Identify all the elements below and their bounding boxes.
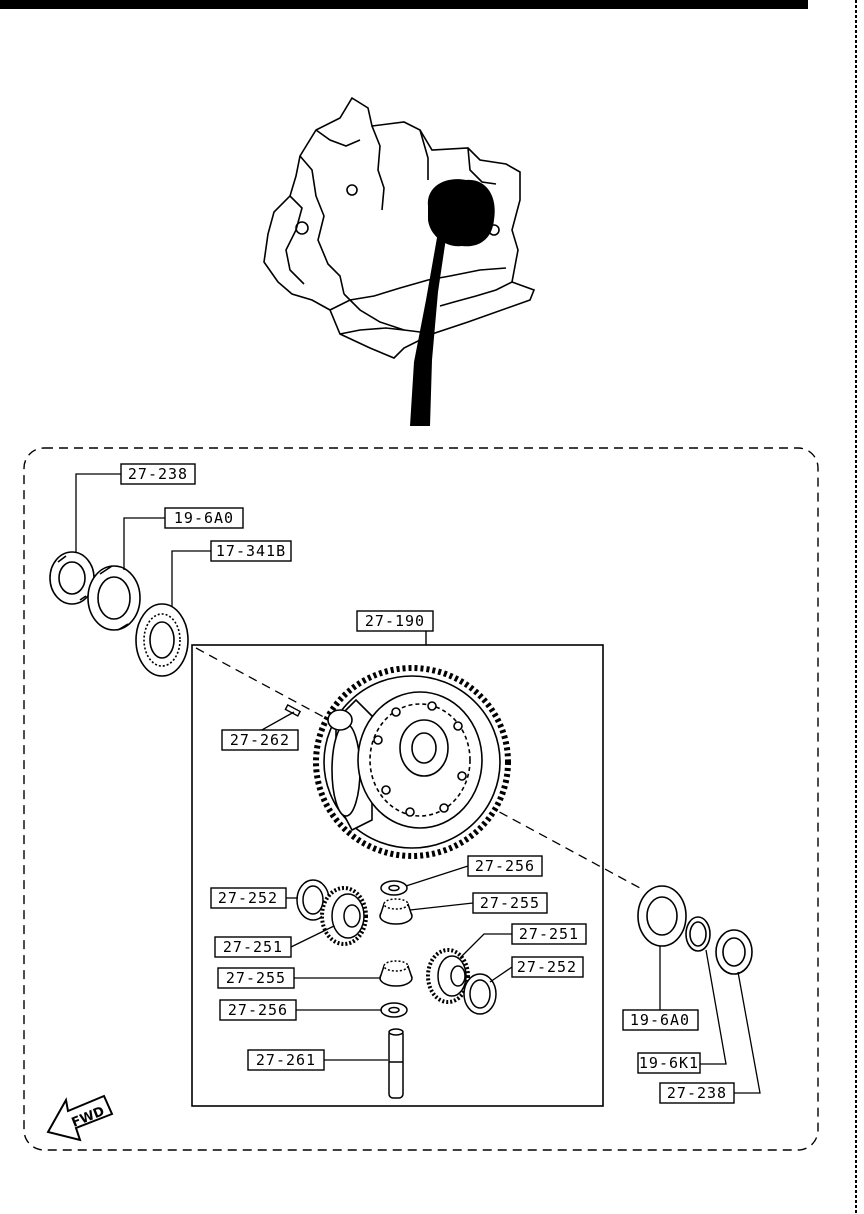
svg-text:27-252: 27-252 xyxy=(218,889,278,907)
svg-text:27-255: 27-255 xyxy=(480,894,540,912)
part-label-thrust-washer-left: 27-252 xyxy=(210,887,287,909)
svg-text:27-251: 27-251 xyxy=(519,925,579,943)
part-label-pinion-shaft: 27-261 xyxy=(247,1049,325,1071)
leader-lines-left xyxy=(75,473,211,606)
location-pointer xyxy=(410,232,446,426)
part-label-thrust-washer-right: 27-252 xyxy=(511,956,584,978)
svg-text:27-251: 27-251 xyxy=(223,938,283,956)
side-gear-right xyxy=(426,948,470,1004)
part-label-pinion-gear-bottom: 27-255 xyxy=(217,967,295,989)
svg-text:17-341B: 17-341B xyxy=(216,542,286,560)
part-label-roll-pin: 27-262 xyxy=(221,729,299,751)
svg-text:19-6K1: 19-6K1 xyxy=(639,1054,699,1072)
part-label-washer-bottom: 27-256 xyxy=(219,999,297,1021)
shim xyxy=(685,916,711,952)
washer-bottom xyxy=(380,1002,408,1018)
differential-assembly-box xyxy=(191,644,604,1107)
roll-pin xyxy=(284,704,302,717)
side-gear-left xyxy=(320,886,368,946)
speedometer-drive-gear xyxy=(135,603,189,677)
part-label-bearing-outer-right: 27-238 xyxy=(659,1082,735,1104)
part-label-bearing-outer-left: 27-238 xyxy=(120,463,196,485)
part-label-side-gear-left: 27-251 xyxy=(214,936,292,958)
pinion-shaft xyxy=(388,1028,404,1099)
washer-top xyxy=(380,880,408,896)
bearing-outer-race-right xyxy=(715,929,753,975)
svg-text:27-255: 27-255 xyxy=(226,969,286,987)
bearing-right xyxy=(637,885,687,947)
part-label-pinion-gear-top: 27-255 xyxy=(472,892,548,914)
bearing-outer-race-left xyxy=(49,551,95,605)
part-label-shim: 19-6K1 xyxy=(637,1052,701,1074)
svg-text:27-238: 27-238 xyxy=(667,1084,727,1102)
forward-direction-arrow: FWD xyxy=(46,1094,114,1142)
svg-text:27-252: 27-252 xyxy=(517,958,577,976)
part-label-bearing-left: 19-6A0 xyxy=(164,507,244,529)
part-label-speedometer-gear: 17-341B xyxy=(210,540,292,562)
svg-text:19-6A0: 19-6A0 xyxy=(174,509,234,527)
part-label-side-gear-right: 27-251 xyxy=(511,923,587,945)
pinion-gear-top xyxy=(379,898,413,925)
part-label-differential-assembly: 27-190 xyxy=(356,610,434,632)
leader-lines-inner xyxy=(243,711,513,1061)
differential-location-highlight xyxy=(427,179,495,247)
transaxle-overview-illustration xyxy=(263,96,536,359)
svg-text:27-190: 27-190 xyxy=(365,612,425,630)
differential-case-ring-gear xyxy=(313,665,511,859)
svg-text:27-256: 27-256 xyxy=(475,857,535,875)
svg-text:27-256: 27-256 xyxy=(228,1001,288,1019)
pinion-gear-bottom xyxy=(379,960,413,987)
leader-lines-right xyxy=(659,946,761,1094)
assembly-frame-dashed xyxy=(23,447,819,1151)
svg-text:27-262: 27-262 xyxy=(230,731,290,749)
part-label-bearing-right: 19-6A0 xyxy=(622,1009,699,1031)
thrust-washer-right xyxy=(463,973,497,1015)
center-axis-dashed xyxy=(195,647,641,889)
svg-text:27-238: 27-238 xyxy=(128,465,188,483)
part-label-washer-top: 27-256 xyxy=(467,855,543,877)
svg-text:27-261: 27-261 xyxy=(256,1051,316,1069)
top-border-bar xyxy=(0,0,808,9)
svg-text:19-6A0: 19-6A0 xyxy=(630,1011,690,1029)
bearing-left xyxy=(87,565,141,631)
